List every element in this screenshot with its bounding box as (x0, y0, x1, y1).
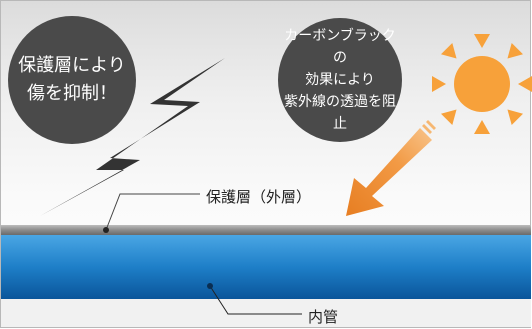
inner-tube-leader-dot (207, 283, 213, 289)
scratch-protection-line-1: 保護層により (18, 55, 126, 76)
lower-band (1, 299, 531, 327)
uv-blocking-line-3: 紫外線の透過を阻止 (284, 94, 396, 132)
uv-blocking-bubble: カーボンブラックの 効果により 紫外線の透過を阻止 (278, 18, 402, 142)
outer-protective-layer (1, 225, 531, 235)
inner-tube (1, 235, 531, 299)
outer-layer-leader-dot (103, 227, 109, 233)
inner-tube-leader-line (209, 285, 302, 315)
scratch-protection-bubble: 保護層により 傷を抑制！ (8, 16, 136, 144)
sun-icon (432, 34, 532, 134)
inner-tube-label: 内管 (308, 308, 339, 326)
outer-layer-leader-line (105, 193, 200, 231)
outer-layer-label: 保護層（外層） (206, 188, 312, 206)
uv-ray-arrow-icon (346, 120, 436, 216)
uv-blocking-line-1: カーボンブラックの (284, 28, 396, 66)
scratch-protection-line-2: 傷を抑制！ (27, 83, 117, 104)
uv-blocking-line-2: 効果により (305, 72, 375, 88)
